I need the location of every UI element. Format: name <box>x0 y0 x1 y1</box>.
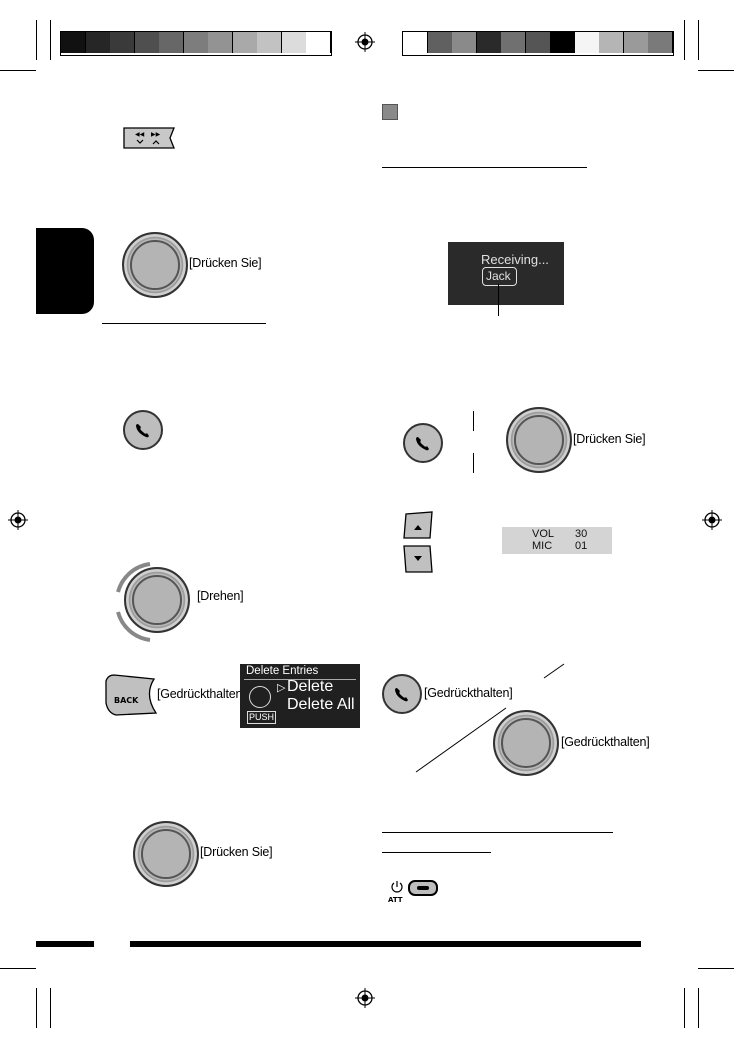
divider-line <box>382 832 613 833</box>
crop-mark <box>698 968 734 969</box>
color-swatch <box>599 32 624 53</box>
vol-label: VOL <box>532 528 555 540</box>
back-button-icon[interactable]: BACK <box>104 673 158 717</box>
control-dial[interactable] <box>124 567 190 633</box>
color-swatch <box>208 32 233 53</box>
power-att-icon: ATT <box>388 881 403 904</box>
press-label: [Drücken Sie] <box>189 256 262 270</box>
crop-mark <box>0 968 36 969</box>
push-label: PUSH <box>247 711 277 724</box>
rotate-arrows-icon <box>116 562 151 642</box>
color-swatch <box>427 32 453 53</box>
caller-name: Jack <box>486 269 511 283</box>
registration-mark-icon <box>702 510 722 530</box>
hold-label: [Gedrückthalten] <box>424 686 513 700</box>
display-title: Delete Entries <box>246 665 319 677</box>
crop-mark <box>0 70 36 71</box>
color-swatch <box>257 32 282 53</box>
control-dial[interactable] <box>506 407 572 473</box>
color-swatch <box>574 32 600 53</box>
divider-line <box>382 852 491 853</box>
crop-mark <box>698 20 699 60</box>
minus-icon <box>417 886 429 890</box>
divider-line <box>102 323 266 324</box>
crop-mark <box>36 988 37 1028</box>
color-swatch <box>61 32 86 53</box>
color-swatch <box>159 32 184 53</box>
color-swatch <box>134 32 160 53</box>
phone-button[interactable] <box>403 423 443 463</box>
registration-mark-icon <box>355 988 375 1008</box>
svg-text:◀◀: ◀◀ <box>135 131 145 138</box>
diagonal-divider <box>415 663 565 773</box>
color-bar-left <box>60 31 332 56</box>
hold-label: [Gedrückthalten] <box>157 687 246 701</box>
title-underline <box>244 679 356 680</box>
press-label: [Drücken Sie] <box>573 432 646 446</box>
phone-icon <box>136 424 149 438</box>
volume-down-button-icon[interactable] <box>402 544 436 576</box>
color-swatch <box>550 32 575 53</box>
color-swatch <box>232 32 258 53</box>
divider-line <box>473 453 474 473</box>
crop-mark <box>684 988 685 1028</box>
svg-text:▶▶: ▶▶ <box>151 131 161 138</box>
crop-mark <box>36 20 37 60</box>
crop-mark <box>698 70 734 71</box>
registration-mark-icon <box>355 32 375 52</box>
pointer-line <box>498 284 499 316</box>
color-swatch <box>525 32 551 53</box>
hold-label: [Gedrückthalten] <box>561 735 650 749</box>
caller-name-frame <box>482 267 517 286</box>
svg-text:ATT: ATT <box>388 896 403 904</box>
press-label: [Drücken Sie] <box>200 845 273 859</box>
section-square-icon <box>382 104 398 120</box>
volume-up-button-icon[interactable] <box>402 510 436 540</box>
push-dial-icon <box>249 686 271 708</box>
color-swatch <box>306 32 331 53</box>
control-dial[interactable] <box>133 821 199 887</box>
svg-text:BACK: BACK <box>114 696 139 705</box>
seek-button-icon[interactable]: ◀◀ ▶▶ <box>120 126 178 150</box>
att-button[interactable] <box>408 880 438 896</box>
delete-entries-display: Delete Entries PUSH ▷ Delete Delete All <box>240 664 360 728</box>
color-swatch <box>452 32 477 53</box>
crop-mark <box>684 20 685 60</box>
divider-line <box>473 411 474 431</box>
footer-bar-left <box>36 941 94 947</box>
registration-mark-icon <box>8 510 28 530</box>
menu-cursor-icon: ▷ <box>277 682 286 694</box>
color-swatch <box>648 32 673 53</box>
menu-item-delete[interactable]: Delete <box>287 678 334 695</box>
mic-label: MIC <box>532 540 553 552</box>
color-swatch <box>623 32 649 53</box>
color-swatch <box>110 32 135 53</box>
rotate-label: [Drehen] <box>197 589 244 603</box>
vol-mic-display: VOL 30 MIC 01 <box>502 527 612 554</box>
phone-icon <box>395 688 408 702</box>
color-swatch <box>281 32 307 53</box>
vol-value: 30 <box>575 528 588 540</box>
color-swatch <box>501 32 526 53</box>
language-tab <box>36 228 94 314</box>
menu-item-delete-all[interactable]: Delete All <box>287 696 355 713</box>
crop-mark <box>50 988 51 1028</box>
phone-button[interactable] <box>382 674 422 714</box>
divider-line <box>382 167 587 168</box>
control-dial[interactable] <box>493 710 559 776</box>
phone-icon <box>416 437 429 451</box>
control-dial[interactable] <box>122 232 188 298</box>
color-swatch <box>476 32 502 53</box>
color-swatch <box>85 32 111 53</box>
color-swatch <box>403 32 428 53</box>
receiving-display: Receiving... Jack <box>448 242 564 305</box>
crop-mark <box>50 20 51 60</box>
footer-bar-right <box>130 941 641 947</box>
phone-button[interactable] <box>123 410 163 450</box>
crop-mark <box>698 988 699 1028</box>
receiving-text: Receiving... <box>481 252 549 267</box>
color-bar-right <box>402 31 674 56</box>
color-swatch <box>183 32 209 53</box>
mic-value: 01 <box>575 540 588 552</box>
